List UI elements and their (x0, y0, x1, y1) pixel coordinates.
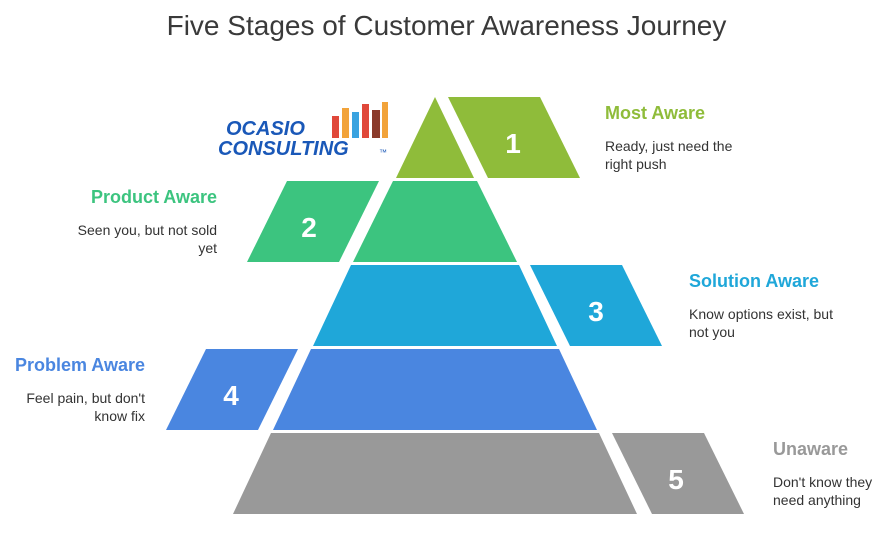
stage-desc-4: Feel pain, but don't know fix (26, 390, 145, 424)
stage-number-4: 4 (223, 380, 239, 411)
stage-badge-2 (247, 181, 379, 262)
paintbrush-icon (332, 102, 388, 138)
logo-trademark: ™ (379, 148, 387, 157)
pyramid-layer-5 (233, 433, 637, 514)
stage-title-5: Unaware (773, 439, 849, 459)
pyramid-layer-4 (273, 349, 597, 430)
stage-badge-1 (448, 97, 580, 178)
stage-number-2: 2 (301, 212, 317, 243)
logo-text-ocasio: OCASIO (226, 118, 305, 140)
stage-desc-3: Know options exist, but not you (689, 306, 833, 340)
pyramid-layer-3 (313, 265, 557, 346)
stage-title-4: Problem Aware (14, 355, 145, 375)
stage-number-1: 1 (505, 128, 521, 159)
stage-number-5: 5 (668, 464, 684, 495)
stage-title-3: Solution Aware (689, 271, 820, 291)
stage-number-3: 3 (588, 296, 604, 327)
stage-badge-5 (612, 433, 744, 514)
logo-text-consulting: CONSULTING (218, 138, 349, 160)
page-title: Five Stages of Customer Awareness Journe… (166, 10, 727, 41)
stage-desc-2: Seen you, but not sold yet (77, 222, 217, 256)
company-logo: OCASIO CONSULTING ™ (216, 98, 396, 168)
stage-badge-3 (530, 265, 662, 346)
stage-desc-1: Ready, just need the right push (605, 138, 733, 172)
stage-title-1: Most Aware (605, 103, 706, 123)
stage-title-2: Product Aware (90, 187, 217, 207)
pyramid-layer-1 (396, 97, 474, 178)
stage-desc-5: Don't know they need anything (773, 474, 873, 508)
stage-badge-4 (166, 349, 298, 430)
pyramid-layer-2 (353, 181, 517, 262)
